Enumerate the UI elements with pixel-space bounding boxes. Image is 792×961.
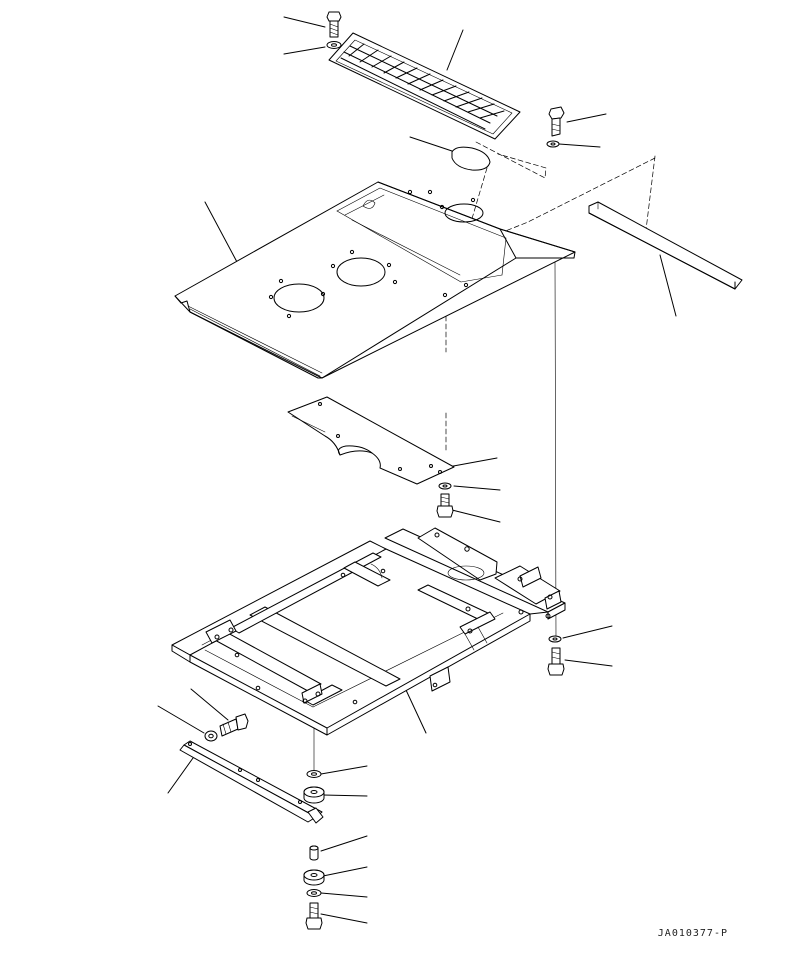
spacer [309, 845, 319, 861]
leader-line-bolt-frame-right [564, 659, 613, 667]
cushion-upper [303, 786, 325, 804]
washer-stack-1 [306, 770, 322, 778]
leader-line-base-frame [405, 689, 427, 734]
leader-line-washer-bracket [157, 705, 205, 734]
leader-line-washer-top [283, 46, 326, 55]
leader-line-cushion-upper [322, 794, 368, 797]
leader-line-washer-frame-right [562, 625, 613, 639]
alignment-right-bolt-axis [554, 261, 557, 641]
washer-stack-2 [306, 889, 322, 897]
leader-line-bolt-bracket [190, 688, 229, 721]
side-bar [588, 201, 743, 290]
washer-under [438, 482, 452, 490]
under-plate [287, 396, 455, 485]
grille-cover [328, 32, 521, 140]
alignment-grille-to-plate [475, 141, 547, 179]
leader-line-bolt-under [451, 509, 501, 523]
leader-line-cushion-lower [322, 866, 368, 877]
leader-line-floor-plate [204, 201, 238, 263]
base-frame [171, 527, 566, 736]
leader-line-washer-under [453, 485, 501, 491]
round-cover-plate [451, 146, 491, 171]
leader-line-bolt-top [283, 16, 326, 28]
washer-bracket [204, 730, 218, 742]
bolt-right [548, 106, 565, 137]
leader-line-round-cover [409, 136, 459, 154]
bolt-stack [305, 902, 323, 930]
leader-line-under-plate [447, 457, 498, 468]
alignment-side-bar-vertical [645, 155, 656, 231]
bolt-top [326, 11, 342, 38]
bracket-bar [179, 740, 324, 824]
alignment-round-cover [470, 167, 488, 223]
leader-line-side-bar [659, 254, 677, 317]
leader-line-washer-stack-2 [320, 892, 368, 898]
leader-lines [157, 16, 677, 924]
washer-frame-right [548, 635, 562, 643]
leader-line-grille-cover [446, 29, 464, 71]
cushion-lower [303, 869, 325, 886]
floor-plate [174, 181, 576, 379]
leader-line-bolt-stack [320, 913, 368, 924]
leader-line-washer-stack-1 [320, 765, 368, 775]
bolt-frame-right [547, 647, 565, 676]
leader-line-spacer [320, 835, 368, 852]
washer-right [546, 140, 560, 148]
drawing-id: JA010377-P [657, 928, 728, 939]
bolt-bracket [219, 713, 249, 737]
leader-line-bracket-bar [167, 757, 194, 794]
leader-line-bolt-right [566, 113, 607, 123]
washer-top [326, 41, 342, 49]
bolt-under [436, 493, 454, 518]
leader-line-washer-right [558, 143, 601, 148]
